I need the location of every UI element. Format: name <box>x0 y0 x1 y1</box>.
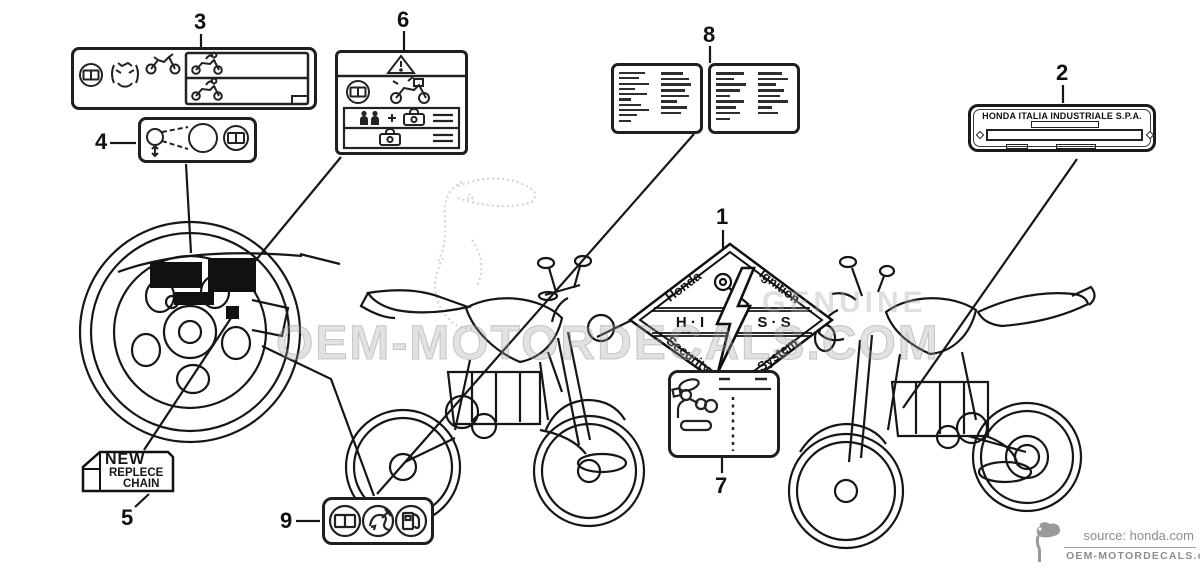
rider-motorcycle-icon <box>191 77 223 101</box>
label-loading-warning <box>335 50 468 155</box>
plate-vin-bar <box>986 129 1143 141</box>
text-column <box>757 72 793 125</box>
plate-small-box <box>1056 144 1096 149</box>
wheel-caution-labels <box>150 258 256 319</box>
callout-4[interactable]: 4 <box>95 129 108 154</box>
label-manual-text <box>611 63 803 134</box>
callout-8[interactable]: 8 <box>703 22 716 47</box>
oil-service-icon <box>361 504 395 538</box>
chain-label-line1: NEW <box>105 451 146 468</box>
text-column <box>619 72 654 125</box>
leader-lines <box>110 31 1078 523</box>
plate-inner-border <box>973 109 1151 147</box>
label-tire-info <box>71 47 317 110</box>
plate-stamp-box <box>1031 121 1099 128</box>
adjust-marks <box>719 377 771 451</box>
plate-title: HONDA ITALIA INDUSTRIALE S.P.A. <box>982 111 1142 121</box>
callout-2[interactable]: 2 <box>1056 60 1069 85</box>
chain-label-line2: REPLECE <box>109 467 164 479</box>
chain-label-line3: CHAIN <box>123 478 160 490</box>
passengers-icon <box>360 110 379 125</box>
text-column <box>660 72 696 125</box>
owners-manual-book-icon <box>346 80 370 104</box>
callout-3[interactable]: 3 <box>194 9 207 34</box>
motorcycle-icon <box>145 53 181 75</box>
text-bars <box>433 113 453 123</box>
callout-9[interactable]: 9 <box>280 508 293 533</box>
load-limit-box <box>342 106 461 150</box>
manual-text-panel-left <box>611 63 703 134</box>
owners-manual-book-icon <box>223 125 249 151</box>
hiss-center-right: S · S <box>757 314 790 331</box>
luggage-case-icon <box>403 108 425 126</box>
chain-tool-icon <box>671 378 719 432</box>
owners-manual-book-icon <box>79 63 103 87</box>
faint-toucan-watermark <box>434 177 536 330</box>
callout-5[interactable]: 5 <box>121 505 134 530</box>
hiss-diamond-label: Honda Ignition Security System H · I S ·… <box>626 240 838 398</box>
luggage-case-icon <box>379 128 401 146</box>
toucan-logo-icon <box>1035 522 1061 562</box>
plus-sign <box>388 114 396 122</box>
fuel-pump-icon <box>394 504 428 538</box>
plate-small-box <box>1006 144 1028 149</box>
owners-manual-book-icon <box>328 504 362 538</box>
motorcycle-center <box>344 254 646 528</box>
manufacturer-plate: HONDA ITALIA INDUSTRIALE S.P.A. <box>968 104 1156 152</box>
label-replace-chain: NEW REPLECE CHAIN <box>80 450 175 494</box>
footer-attribution: source: honda.com OEM-MOTORDECALS.com <box>1022 520 1200 566</box>
loaded-motorcycle-icon <box>390 76 430 104</box>
manual-text-panel-right <box>708 63 800 134</box>
headlight-aim-icon <box>146 123 218 158</box>
callout-7[interactable]: 7 <box>715 473 728 498</box>
wheel-drawing <box>78 220 341 444</box>
text-bars <box>433 133 453 143</box>
motorcycle-right <box>787 255 1096 550</box>
callout-1[interactable]: 1 <box>716 204 729 229</box>
source-text: source: honda.com <box>1083 528 1194 543</box>
rider-motorcycle-icon <box>191 51 223 75</box>
lightning-bolt-icon <box>714 266 756 373</box>
tire-spec-box <box>184 51 310 106</box>
label-fuel-oil <box>322 497 434 545</box>
callout-6[interactable]: 6 <box>397 7 410 32</box>
label-chain-adjust <box>668 370 780 458</box>
footer-divider <box>1064 547 1196 548</box>
warning-triangle-icon <box>385 54 417 74</box>
label-headlight-aim <box>138 117 257 163</box>
tire-pressure-icon <box>111 61 139 88</box>
hiss-center-left: H · I <box>676 314 704 331</box>
site-name: OEM-MOTORDECALS.com <box>1066 550 1200 562</box>
text-column <box>716 72 751 125</box>
